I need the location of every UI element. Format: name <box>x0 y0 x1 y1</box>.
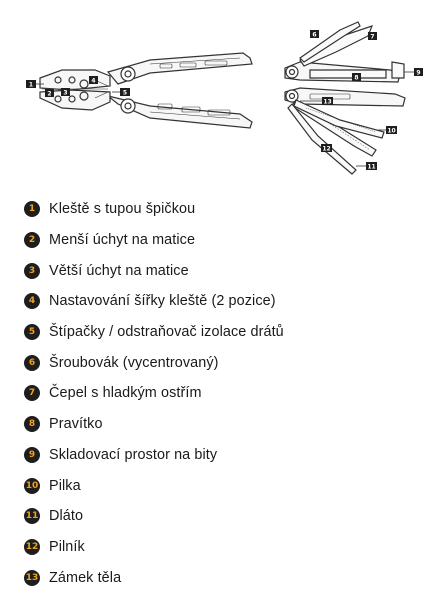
callout-6: 6 <box>312 32 316 39</box>
callout-3: 3 <box>63 90 67 97</box>
legend-label: Štípačky / odstraňovač izolace drátů <box>49 324 284 341</box>
legend-item: 10 Pilka <box>24 470 434 501</box>
number-badge: 9 <box>24 446 40 463</box>
legend-item: 4 Nastavování šířky kleště (2 pozice) <box>24 286 434 317</box>
legend-item: 8 Pravítko <box>24 409 434 440</box>
legend-label: Větší úchyt na matice <box>49 262 189 279</box>
legend-item: 2 Menší úchyt na matice <box>24 225 434 256</box>
multitool-illustration: 1 2 3 4 5 <box>26 21 423 175</box>
number-badge: 3 <box>24 262 40 279</box>
legend-item: 3 Větší úchyt na matice <box>24 255 434 286</box>
number-badge: 4 <box>24 293 40 310</box>
legend-item: 9 Skladovací prostor na bity <box>24 440 434 471</box>
legend-label: Šroubovák (vycentrovaný) <box>49 354 219 371</box>
legend-label: Kleště s tupou špičkou <box>49 201 196 218</box>
callout-10: 10 <box>387 128 395 135</box>
legend-label: Zámek těla <box>49 569 122 586</box>
callout-13: 13 <box>323 99 331 106</box>
number-badge: 8 <box>24 416 40 433</box>
legend-item: 6 Šroubovák (vycentrovaný) <box>24 347 434 378</box>
callouts-left: 1 2 3 4 5 <box>26 76 130 98</box>
legend-label: Dláto <box>49 508 84 525</box>
number-badge: 11 <box>24 508 40 525</box>
callout-12: 12 <box>322 146 330 153</box>
legend-label: Nastavování šířky kleště (2 pozice) <box>49 293 276 310</box>
number-badge: 10 <box>24 477 40 494</box>
number-badge: 7 <box>24 385 40 402</box>
number-badge: 2 <box>24 232 40 249</box>
tools-view <box>284 21 406 175</box>
legend-item: 12 Pilník <box>24 532 434 563</box>
legend-item: 1 Kleště s tupou špičkou <box>24 194 434 225</box>
legend-item: 5 Štípačky / odstraňovač izolace drátů <box>24 317 434 348</box>
callout-7: 7 <box>370 34 374 41</box>
number-badge: 12 <box>24 538 40 555</box>
legend-item: 13 Zámek těla <box>24 562 434 593</box>
callouts-right: 6 7 8 9 10 11 12 13 <box>300 30 423 171</box>
legend-item: 11 Dláto <box>24 501 434 532</box>
number-badge: 6 <box>24 354 40 371</box>
legend-label: Menší úchyt na matice <box>49 232 196 249</box>
feature-legend: 1 Kleště s tupou špičkou 2 Menší úchyt n… <box>24 194 434 593</box>
callout-1: 1 <box>29 82 33 89</box>
number-badge: 13 <box>24 569 40 586</box>
callout-5: 5 <box>123 90 127 97</box>
legend-label: Pilka <box>49 477 81 494</box>
callout-11: 11 <box>367 164 375 171</box>
legend-label: Pilník <box>49 538 85 555</box>
callout-2: 2 <box>47 91 51 98</box>
number-badge: 1 <box>24 201 40 218</box>
legend-label: Čepel s hladkým ostřím <box>49 385 202 402</box>
legend-label: Skladovací prostor na bity <box>49 446 218 463</box>
callout-8: 8 <box>354 75 358 82</box>
number-badge: 5 <box>24 324 40 341</box>
callout-9: 9 <box>416 70 420 77</box>
legend-item: 7 Čepel s hladkým ostřím <box>24 378 434 409</box>
legend-label: Pravítko <box>49 416 103 433</box>
callout-4: 4 <box>91 78 95 85</box>
pliers-view <box>39 52 253 129</box>
